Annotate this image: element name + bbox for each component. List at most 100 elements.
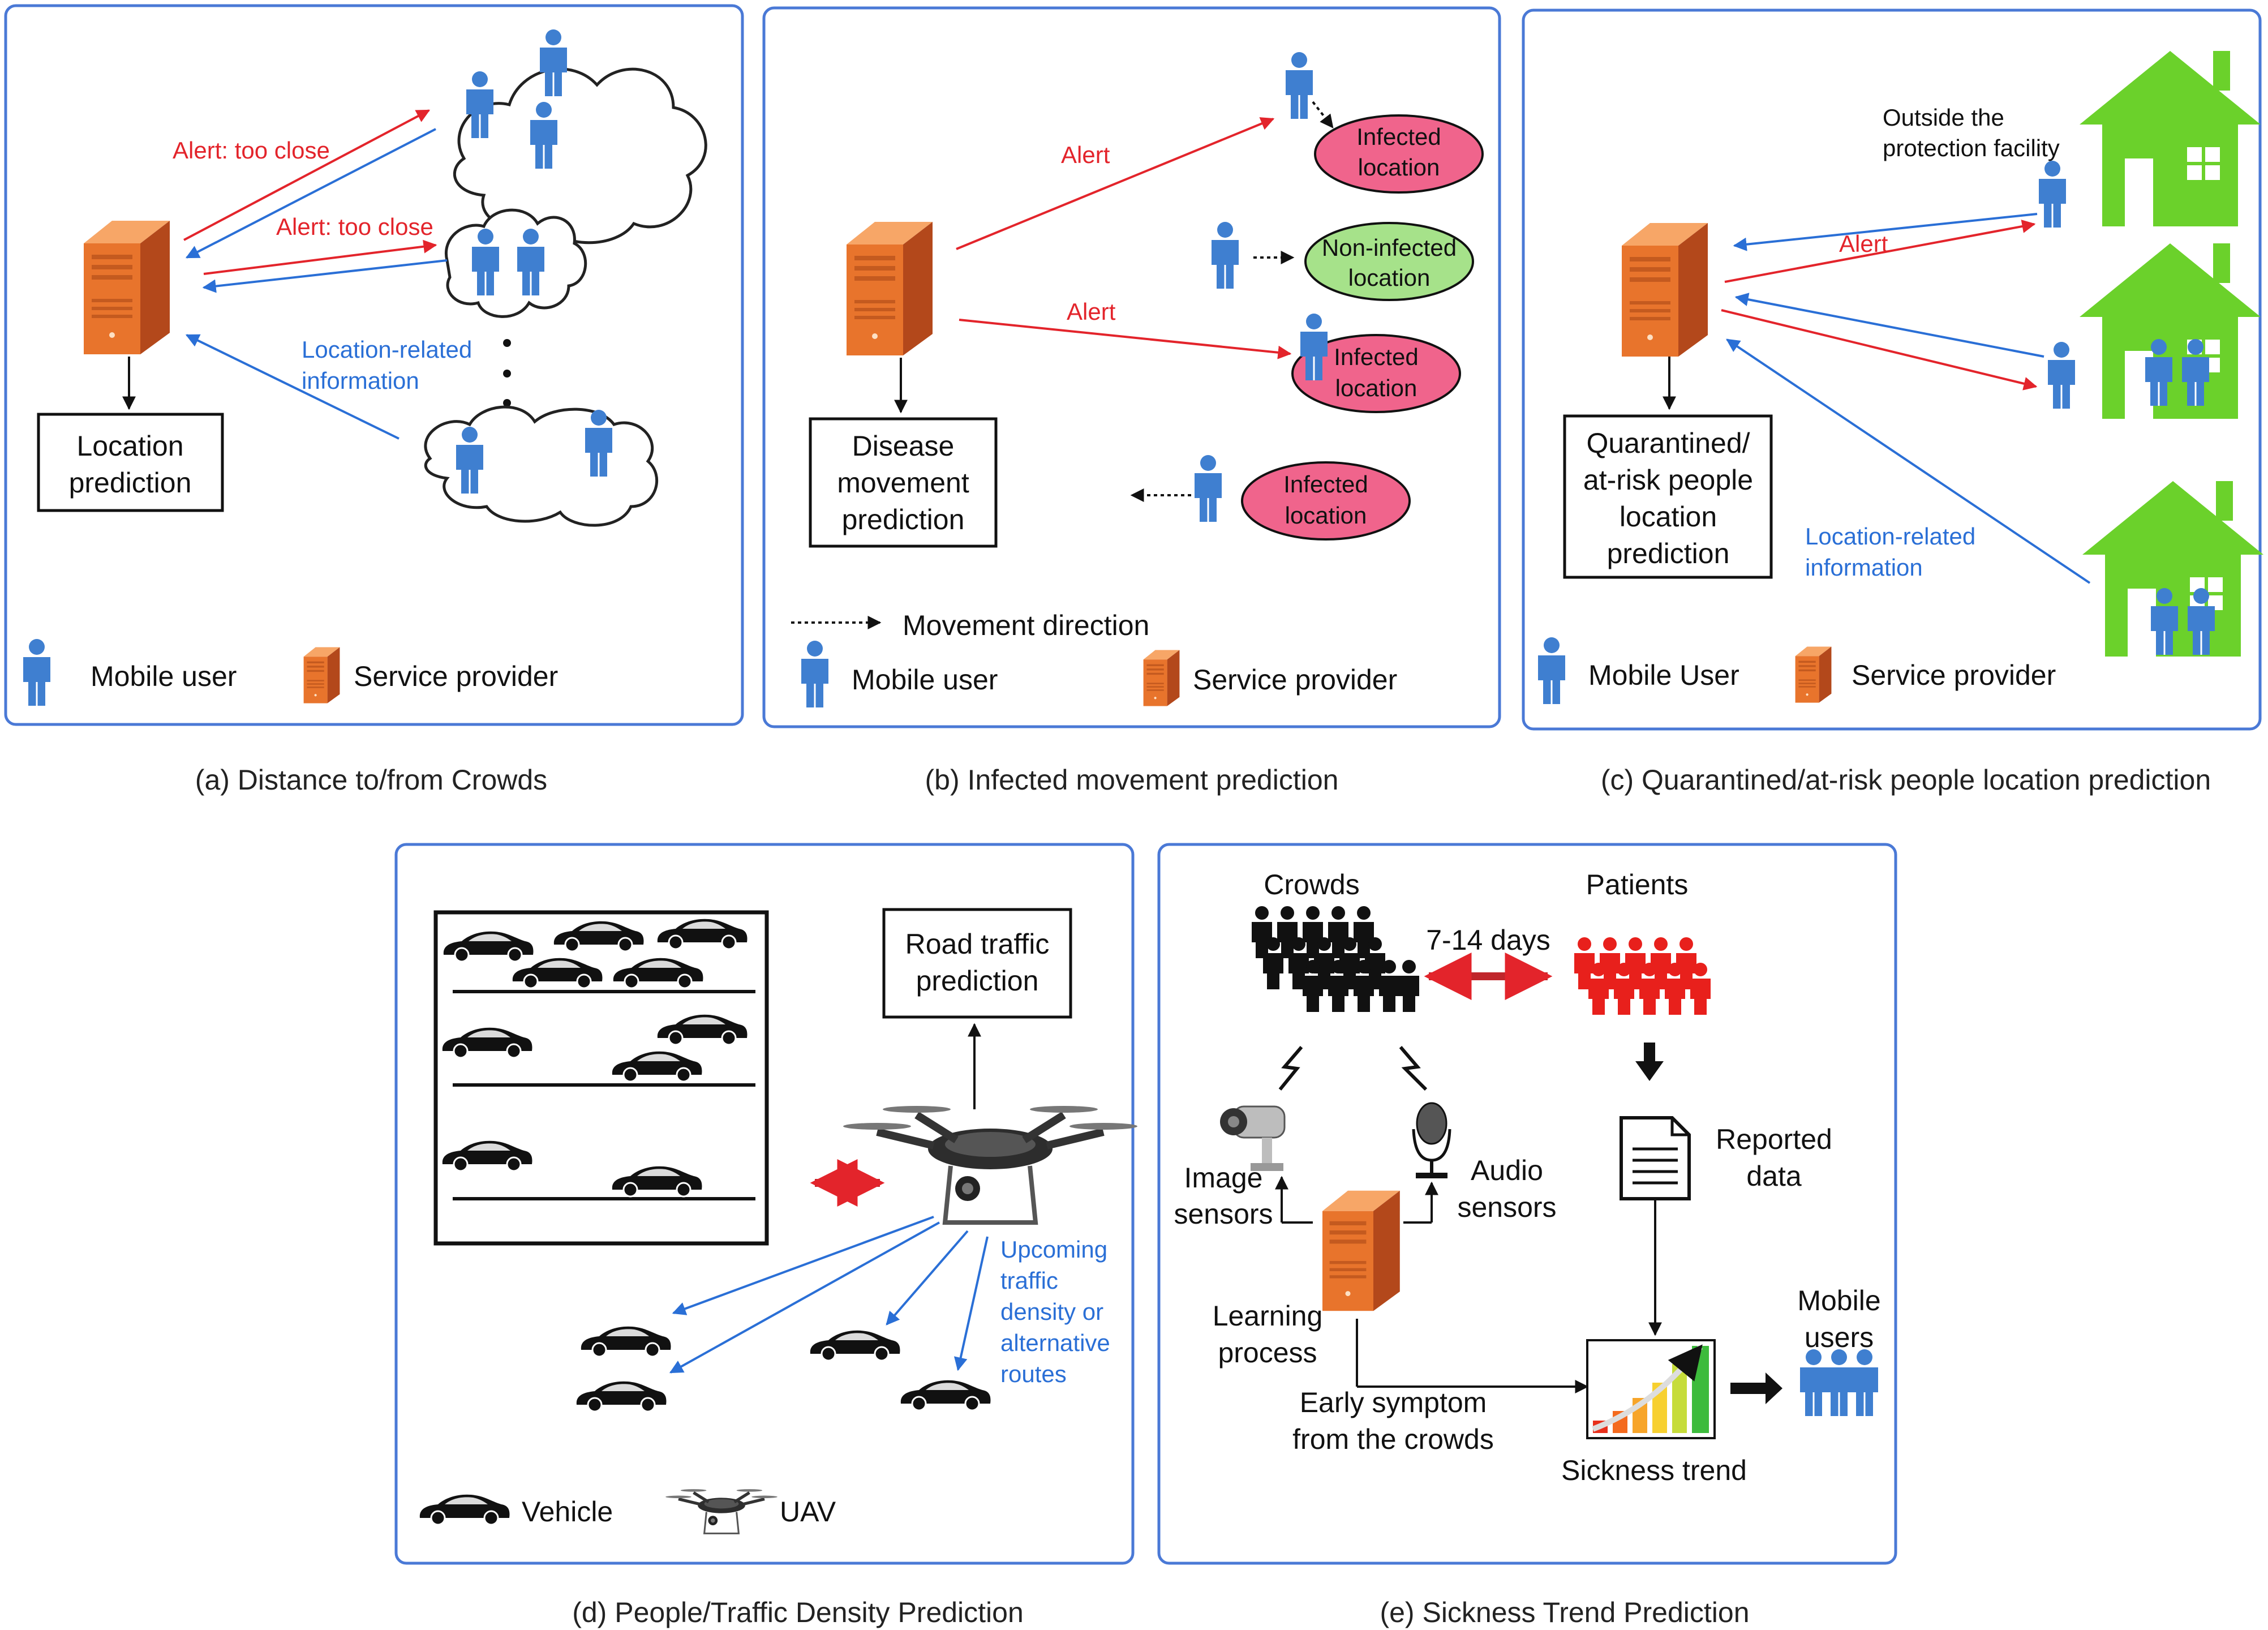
info-arrow	[185, 334, 400, 440]
server-icon	[1143, 650, 1180, 706]
audio-sensors-label: sensors	[1457, 1191, 1556, 1223]
box-label: Quarantined/	[1586, 427, 1750, 459]
box-label: prediction	[69, 467, 192, 499]
crowd-cloud-2	[445, 208, 587, 318]
alert-arrow	[1721, 309, 2038, 391]
legend-user-label: Mobile user	[852, 664, 998, 696]
info-label: Location-related	[302, 336, 472, 363]
oval-label: Infected	[1334, 344, 1418, 370]
info-label: information	[302, 367, 419, 394]
box-label: Disease	[852, 430, 955, 462]
road-traffic-prediction-box	[882, 908, 1072, 1019]
movement-arrow	[1312, 101, 1334, 128]
alert-arrow	[956, 117, 1275, 250]
oval-label: Infected	[1356, 123, 1441, 150]
outside-label: Outside the	[1883, 104, 2004, 131]
info-label: Location-related	[1805, 523, 1975, 550]
info-arrow	[1734, 293, 2044, 358]
oval-label: location	[1348, 264, 1431, 291]
alert-arrow	[183, 109, 431, 241]
legend-direction-label: Movement direction	[903, 610, 1149, 641]
box-label: movement	[837, 467, 969, 499]
info-arrow	[185, 128, 436, 259]
oval-label: location	[1285, 502, 1367, 529]
server-icon	[1322, 1190, 1400, 1311]
caption-d: (d) People/Traffic Density Prediction	[572, 1597, 1024, 1628]
box-label: prediction	[1607, 538, 1730, 569]
info-label: routes	[1000, 1361, 1067, 1387]
sickness-trend-chart-icon	[1586, 1339, 1716, 1439]
legend-user-label: Mobile User	[1588, 659, 1739, 691]
server-icon	[303, 647, 340, 704]
info-label: information	[1805, 554, 1923, 581]
info-arrow	[669, 1221, 940, 1374]
reported-data-label: Reported	[1716, 1123, 1832, 1155]
info-label: traffic	[1000, 1267, 1058, 1294]
location-prediction-box	[37, 413, 224, 512]
caption-b: (b) Infected movement prediction	[925, 764, 1339, 796]
info-label: Upcoming	[1000, 1236, 1107, 1263]
quarantined-prediction-box	[1563, 414, 1773, 579]
box-label: at-risk people	[1583, 464, 1753, 496]
sickness-trend-label: Sickness trend	[1561, 1455, 1747, 1486]
server-icon	[1622, 223, 1708, 357]
signal-icon	[1399, 1046, 1428, 1091]
panel-a: Alert: too close Alert: too close Locati…	[4, 4, 744, 726]
learning-process-label: Learning	[1213, 1300, 1323, 1332]
caption-c: (c) Quarantined/at-risk people location …	[1601, 764, 2211, 796]
alert-label: Alert	[1061, 141, 1110, 168]
ellipsis-dot	[503, 339, 511, 347]
alert-label: Alert	[1839, 230, 1888, 257]
learning-process-label: process	[1218, 1337, 1317, 1369]
crowds-label: Crowds	[1264, 869, 1359, 900]
box-label: Road traffic	[905, 928, 1050, 960]
legend-provider-label: Service provider	[1852, 659, 2056, 691]
panel-d: Road traffic prediction Upcoming traffic…	[394, 843, 1137, 1565]
info-arrow	[672, 1216, 934, 1315]
non-infected-location-oval	[1304, 222, 1474, 301]
box-label: prediction	[916, 965, 1039, 997]
server-icon	[84, 221, 170, 354]
audio-sensors-label: Audio	[1471, 1155, 1543, 1186]
infected-location-oval	[1314, 114, 1484, 194]
alert-label: Alert	[1067, 298, 1116, 325]
oval-label: location	[1358, 154, 1440, 181]
info-arrow	[953, 1236, 989, 1371]
info-label: alternative	[1000, 1329, 1110, 1356]
infected-location-oval	[1241, 461, 1411, 541]
box-label: Location	[76, 430, 183, 462]
info-arrow	[1733, 213, 2038, 251]
box-label: location	[1620, 501, 1717, 533]
server-icon	[847, 222, 933, 355]
alert-arrow	[203, 239, 437, 275]
caption-e: (e) Sickness Trend Prediction	[1380, 1597, 1749, 1628]
road-map-frame	[433, 910, 769, 1246]
early-symptom-label: Early symptom	[1300, 1387, 1487, 1418]
legend-provider-label: Service provider	[354, 660, 558, 692]
legend-user-label: Mobile user	[91, 660, 237, 692]
box-label: prediction	[842, 504, 965, 535]
output-arrow-icon	[1730, 1372, 1782, 1404]
outside-label: protection facility	[1883, 135, 2060, 161]
signal-icon	[1278, 1046, 1303, 1091]
oval-label: Infected	[1283, 471, 1368, 497]
ellipsis-dot	[503, 370, 511, 378]
info-arrow	[1726, 338, 2091, 584]
crowd-cloud-3	[424, 405, 659, 527]
document-icon	[1620, 1116, 1691, 1200]
alert-label: Alert: too close	[173, 137, 330, 164]
panel-e: Crowds Patients 7-14 days Image sensors	[1157, 843, 1897, 1565]
infected-location-oval	[1291, 334, 1461, 413]
early-symptom-label: from the crowds	[1292, 1423, 1494, 1455]
patients-label: Patients	[1586, 869, 1689, 900]
alert-arrow	[959, 319, 1292, 359]
panel-c: Outside the protection facility Alert Lo…	[1522, 8, 2263, 731]
alert-label: Alert: too close	[276, 213, 433, 240]
legend-vehicle-label: Vehicle	[522, 1496, 613, 1528]
alert-arrow	[1724, 220, 2036, 283]
oval-label: Non-infected	[1322, 234, 1457, 261]
image-sensors-label: sensors	[1174, 1198, 1273, 1230]
mobile-users-label: Mobile	[1797, 1285, 1880, 1316]
camera-icon	[1220, 1105, 1286, 1171]
